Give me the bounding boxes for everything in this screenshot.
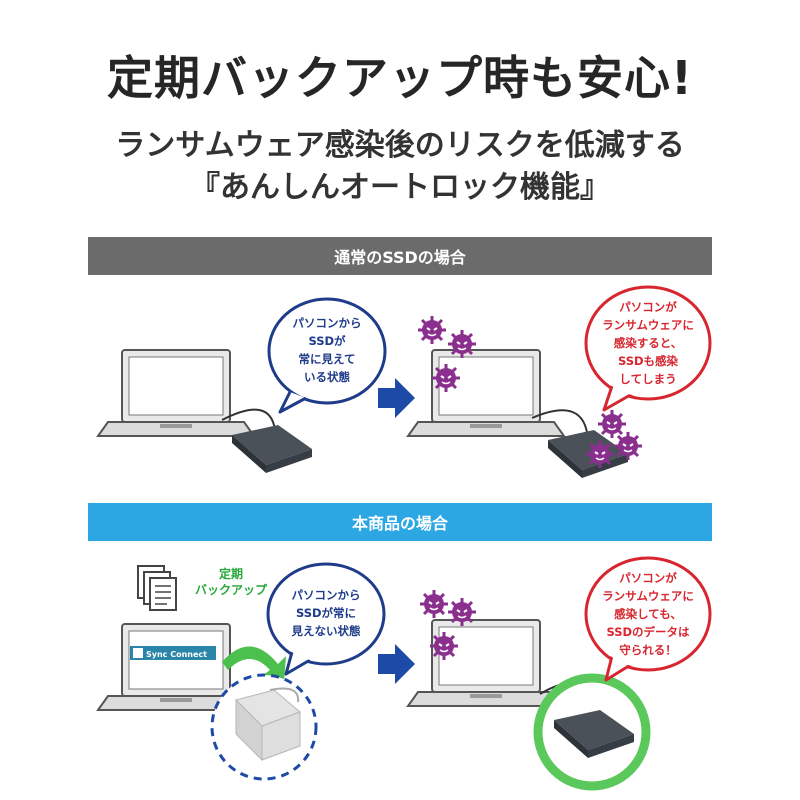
ssd-product-protected	[533, 673, 651, 791]
virus-icon	[446, 596, 478, 628]
sync-connect-label: Sync Connect	[146, 650, 207, 659]
speech-bubble-product-left	[266, 562, 386, 676]
speech-bubble-product-right	[584, 556, 712, 682]
virus-icon	[416, 314, 448, 346]
section-band-product: 本商品の場合	[88, 503, 712, 541]
sync-connect-app-bar	[130, 646, 216, 660]
ssd-product-disconnected	[210, 673, 318, 781]
laptop-normal-left	[97, 349, 255, 437]
virus-icon	[418, 588, 450, 620]
subtitle-line-1: ランサムウェア感染後のリスクを低減する	[115, 128, 685, 163]
section-band-normal-label: 通常のSSDの場合	[334, 248, 466, 267]
virus-icon	[612, 430, 644, 462]
page-title: 定期バックアップ時も安心!	[107, 51, 693, 105]
green-arrow	[222, 646, 286, 682]
speech-bubble-normal-left	[267, 297, 387, 414]
backup-label: 定期 バックアップ	[194, 567, 267, 597]
arrow-normal	[378, 378, 415, 418]
virus-icon	[596, 408, 628, 440]
virus-icon	[430, 362, 462, 394]
bubble-text-normal-right: パソコンが ランサムウェアに 感染すると、 SSDも感染 してしまう	[602, 300, 694, 386]
sync-connect-icon	[133, 648, 143, 658]
bubble-text-normal-left: パソコンから SSDが 常に見えて いる状態	[292, 316, 362, 384]
virus-icon	[428, 630, 460, 662]
arrow-product	[378, 644, 415, 684]
section-band-product-label: 本商品の場合	[351, 514, 448, 533]
bubble-text-product-right: パソコンが ランサムウェアに 感染しても、 SSDのデータは 守られる！	[602, 571, 694, 657]
virus-icon	[446, 328, 478, 360]
bubble-text-product-left: パソコンから SSDが常に 見えない状態	[291, 588, 361, 638]
section-band-normal: 通常のSSDの場合	[88, 237, 712, 275]
virus-icon	[584, 438, 616, 470]
subtitle-line-2: 『あんしんオートロック機能』	[190, 170, 610, 205]
cable-normal-left	[221, 408, 276, 431]
laptop-normal-right	[407, 349, 565, 437]
document-stack-icon	[137, 565, 177, 611]
speech-bubble-normal-right	[584, 285, 712, 412]
